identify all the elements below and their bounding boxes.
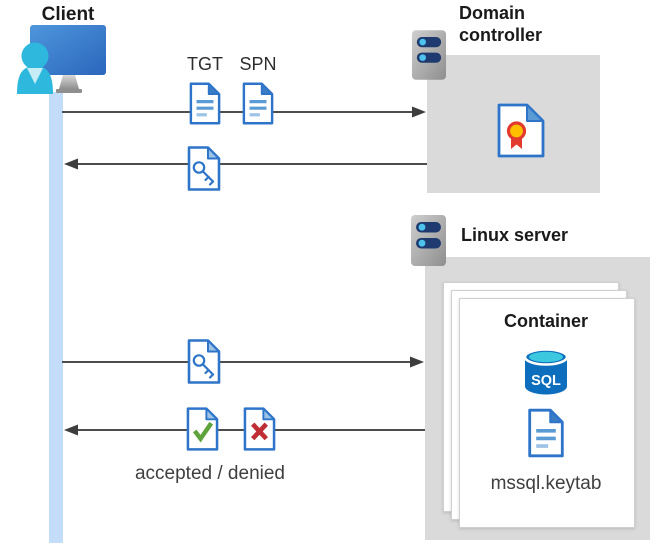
container-label: Container [503,311,588,331]
linux-server-label: Linux server [461,225,569,245]
sql-icon-text: SQL [531,373,561,389]
keytab-label: mssql.keytab [490,473,602,494]
accepted-denied-label: accepted / denied [134,463,285,484]
arrowhead-right-2 [410,356,424,368]
client-label: Client [41,4,95,25]
certificate-document-icon [497,103,545,158]
person-at-monitor-icon [17,25,106,94]
tgt-document-icon [189,82,221,125]
accepted-check-document-icon [186,407,219,451]
spn-label: SPN [239,54,277,74]
key-document-icon [187,339,221,384]
sql-database-icon: SQL [523,348,569,395]
spn-document-icon [242,82,274,125]
keytab-document-icon [528,408,564,458]
arrowhead-right-1 [412,106,426,118]
server-rack-icon [411,30,447,80]
client-lifeline [49,92,63,543]
server-rack-icon [411,215,446,266]
tgt-label: TGT [187,54,223,74]
arrowhead-left-2 [64,424,78,436]
arrowhead-left-1 [64,158,78,170]
domain-controller-label: Domain controller [459,3,543,45]
denied-x-document-icon [243,407,276,451]
key-document-icon [187,146,221,191]
